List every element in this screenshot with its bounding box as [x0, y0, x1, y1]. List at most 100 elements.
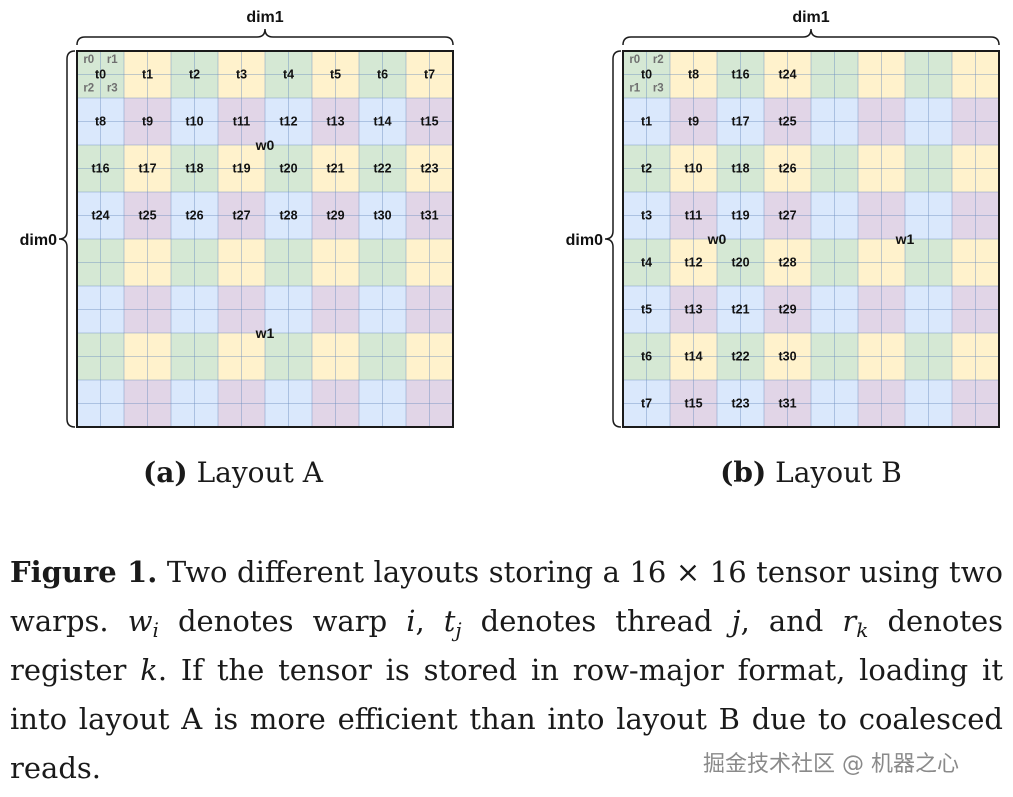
- thread-label: t13: [684, 303, 702, 317]
- thread-label: t11: [233, 115, 250, 129]
- thread-label: t15: [420, 115, 438, 129]
- layout-b-panel: dim1dim0t0t1t2t3t4t5t6t7t8t9t10t11t12t13…: [566, 9, 1000, 428]
- thread-label: t18: [731, 162, 749, 176]
- register-label: r3: [107, 83, 118, 95]
- thread-label: t29: [326, 209, 344, 223]
- figure-caption-label: Figure 1.: [10, 555, 158, 589]
- watermark: 掘金技术社区 @ 机器之心: [703, 752, 959, 777]
- register-label: r0: [629, 54, 640, 66]
- thread-label: t20: [279, 162, 297, 176]
- caption-sub-i: i: [152, 618, 159, 642]
- thread-label: t10: [185, 115, 203, 129]
- caption-text: denotes warp: [158, 604, 407, 638]
- caption-var-i: i: [406, 604, 416, 638]
- register-label: r2: [83, 83, 94, 95]
- thread-label: t28: [778, 256, 796, 270]
- layout-a-dim0-brace: [58, 50, 76, 428]
- thread-label: t11: [685, 209, 702, 223]
- warp-label: w0: [707, 231, 727, 247]
- layout-b-caption-text: Layout B: [775, 456, 902, 489]
- thread-label: t26: [185, 209, 203, 223]
- register-label: r2: [653, 54, 664, 66]
- thread-label: t31: [420, 209, 438, 223]
- register-label: r1: [629, 83, 640, 95]
- thread-label: t3: [236, 68, 247, 82]
- thread-label: t0: [641, 68, 652, 82]
- caption-var-r: r: [842, 604, 857, 638]
- thread-label: t10: [684, 162, 702, 176]
- caption-text: . If the tensor is stored in row-major f…: [10, 653, 1003, 785]
- thread-label: t3: [641, 209, 652, 223]
- register-label: r3: [653, 83, 664, 95]
- thread-label: t26: [778, 162, 796, 176]
- caption-text: denotes register: [10, 604, 1004, 687]
- layout-b-caption: (b) Layout B: [661, 456, 961, 489]
- thread-label: t16: [91, 162, 109, 176]
- caption-text: Two different layouts storing a 16 × 16 …: [10, 555, 1003, 638]
- thread-label: t1: [142, 68, 153, 82]
- thread-label: t27: [232, 209, 250, 223]
- thread-label: t22: [373, 162, 391, 176]
- thread-label: t5: [641, 303, 652, 317]
- figure-graphic: dim1 dim0 t0 t1 t2 t3 t4 t5 t6 t7 t8 t9 t10 t11 t12 t13…: [20, 9, 1000, 428]
- caption-sub-j: j: [455, 618, 462, 642]
- layout-b-caption-label: (b): [720, 456, 767, 489]
- caption-var-j: j: [731, 604, 741, 638]
- thread-label: t6: [641, 350, 652, 364]
- thread-label: t12: [279, 115, 297, 129]
- thread-label: t19: [731, 209, 749, 223]
- layout-b-dim0-label: dim0: [566, 232, 603, 249]
- thread-label: t4: [641, 256, 652, 270]
- thread-label: t30: [373, 209, 391, 223]
- thread-label: t2: [641, 162, 652, 176]
- layout-b-dim1-brace: [622, 28, 1000, 46]
- thread-label: t1: [641, 115, 652, 129]
- layout-a-caption-label: (a): [143, 456, 188, 489]
- layout-a-border: [76, 50, 454, 428]
- caption-text: , and: [740, 604, 843, 638]
- thread-label: t23: [420, 162, 438, 176]
- thread-label: t14: [373, 115, 391, 129]
- thread-label: t20: [731, 256, 749, 270]
- thread-label: t6: [377, 68, 388, 82]
- thread-label: t2: [189, 68, 200, 82]
- thread-label: t30: [778, 350, 796, 364]
- layout-b-dim1-label: dim1: [792, 9, 829, 26]
- thread-label: t15: [684, 397, 702, 411]
- thread-label: t13: [326, 115, 344, 129]
- thread-label: t9: [142, 115, 153, 129]
- layout-b-dim0-brace: [604, 50, 622, 428]
- thread-label: t31: [778, 397, 796, 411]
- thread-label: t27: [778, 209, 796, 223]
- thread-label: t0: [95, 68, 106, 82]
- layout-a-dim0-label: dim0: [20, 232, 57, 249]
- register-label: r0: [83, 54, 94, 66]
- caption-text: denotes thread: [461, 604, 732, 638]
- thread-label: t8: [688, 68, 699, 82]
- thread-label: t16: [731, 68, 749, 82]
- thread-label: t24: [778, 68, 796, 82]
- figure-caption: Figure 1. Two different layouts storing …: [10, 548, 1003, 793]
- register-label: r1: [107, 54, 118, 66]
- thread-label: t19: [232, 162, 250, 176]
- layout-a-caption-text: Layout A: [196, 456, 323, 489]
- thread-label: t17: [138, 162, 156, 176]
- thread-label: t4: [283, 68, 294, 82]
- thread-label: t14: [684, 350, 702, 364]
- thread-label: t24: [91, 209, 109, 223]
- thread-label: t18: [185, 162, 203, 176]
- layout-a-dim1-brace: [76, 28, 454, 46]
- thread-label: t29: [778, 303, 796, 317]
- warp-label: w1: [255, 325, 275, 341]
- thread-label: t22: [731, 350, 749, 364]
- caption-var-t: t: [443, 604, 456, 638]
- caption-sub-k: k: [856, 618, 869, 642]
- warp-label: w0: [255, 137, 275, 153]
- thread-label: t7: [641, 397, 652, 411]
- thread-label: t21: [731, 303, 749, 317]
- thread-label: t28: [279, 209, 297, 223]
- thread-label: t25: [138, 209, 156, 223]
- layout-a-dim1-label: dim1: [246, 9, 283, 26]
- thread-label: t25: [778, 115, 796, 129]
